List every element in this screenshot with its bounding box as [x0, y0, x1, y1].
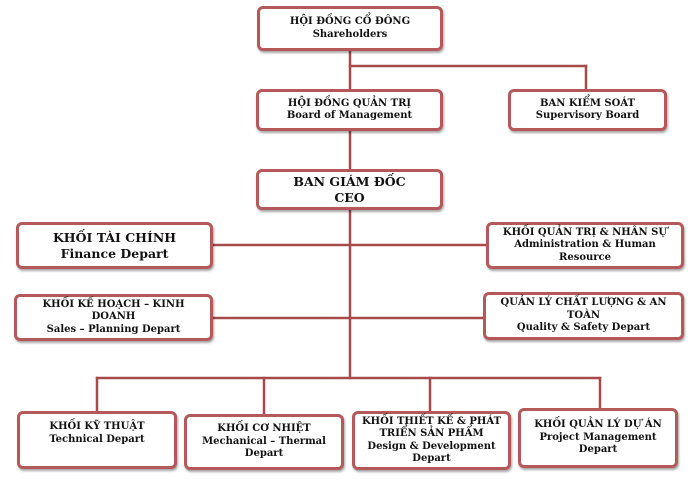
- node-project: KHỐI QUẢN LÝ DỰ ÁN Project Management De…: [518, 408, 678, 468]
- node-technical: KHỐI KỸ THUẬT Technical Depart: [17, 411, 177, 469]
- node-finance-title: KHỐI TÀI CHÍNH: [52, 229, 177, 245]
- node-shareholders: HỘI ĐỒNG CỔ ĐÔNG Shareholders: [257, 6, 443, 51]
- node-mechanical-subtitle: Mechanical – Thermal Depart: [202, 435, 326, 460]
- node-supervisory: BAN KIỂM SOÁT Supervisory Board: [508, 89, 667, 131]
- node-supervisory-title: BAN KIỂM SOÁT: [540, 97, 635, 109]
- node-mechanical-title: KHỐI CƠ NHIỆT: [217, 423, 311, 435]
- node-shareholders-subtitle: Shareholders: [312, 28, 388, 40]
- node-project-title: KHỐI QUẢN LÝ DỰ ÁN: [534, 419, 662, 431]
- node-design: KHỐI THIẾT KẾ & PHÁT TRIỂN SẢN PHẨM Desi…: [352, 411, 511, 470]
- node-technical-subtitle: Technical Depart: [49, 433, 145, 445]
- node-quality-title: QUẢN LÝ CHẤT LƯỢNG & AN TOÀN: [500, 297, 667, 321]
- node-technical-title: KHỐI KỸ THUẬT: [49, 421, 145, 432]
- node-board: HỘI ĐỒNG QUẢN TRỊ Board of Management: [256, 89, 443, 131]
- node-ceo-subtitle: CEO: [334, 189, 365, 205]
- node-design-title: KHỐI THIẾT KẾ & PHÁT TRIỂN SẢN PHẨM: [361, 415, 502, 440]
- node-admin-title: KHỐI QUẢN TRỊ & NHÂN SỰ: [502, 226, 668, 238]
- node-finance-subtitle: Finance Depart: [60, 245, 169, 261]
- node-sales-subtitle: Sales – Planning Depart: [46, 323, 181, 335]
- node-finance: KHỐI TÀI CHÍNH Finance Depart: [16, 222, 213, 269]
- node-shareholders-title: HỘI ĐỒNG CỔ ĐÔNG: [289, 16, 411, 27]
- node-project-subtitle: Project Management Depart: [539, 431, 657, 456]
- node-mechanical: KHỐI CƠ NHIỆT Mechanical – Thermal Depar…: [184, 414, 344, 470]
- node-board-subtitle: Board of Management: [286, 110, 413, 121]
- node-quality-subtitle: Quality & Safety Depart: [516, 322, 651, 334]
- node-sales: KHỐI KẾ HOẠCH – KINH DOANH Sales – Plann…: [14, 294, 213, 341]
- node-board-title: HỘI ĐỒNG QUẢN TRỊ: [287, 97, 412, 109]
- node-quality: QUẢN LÝ CHẤT LƯỢNG & AN TOÀN Quality & S…: [483, 292, 684, 340]
- node-design-subtitle: Design & Development Depart: [367, 440, 496, 465]
- node-ceo: BAN GIÁM ĐỐC CEO: [256, 169, 443, 210]
- node-supervisory-subtitle: Supervisory Board: [535, 110, 640, 121]
- node-admin-subtitle: Administration & Human Resource: [514, 239, 656, 263]
- node-ceo-title: BAN GIÁM ĐỐC: [293, 173, 406, 189]
- node-admin: KHỐI QUẢN TRỊ & NHÂN SỰ Administration &…: [486, 222, 684, 269]
- node-sales-title: KHỐI KẾ HOẠCH – KINH DOANH: [42, 298, 185, 323]
